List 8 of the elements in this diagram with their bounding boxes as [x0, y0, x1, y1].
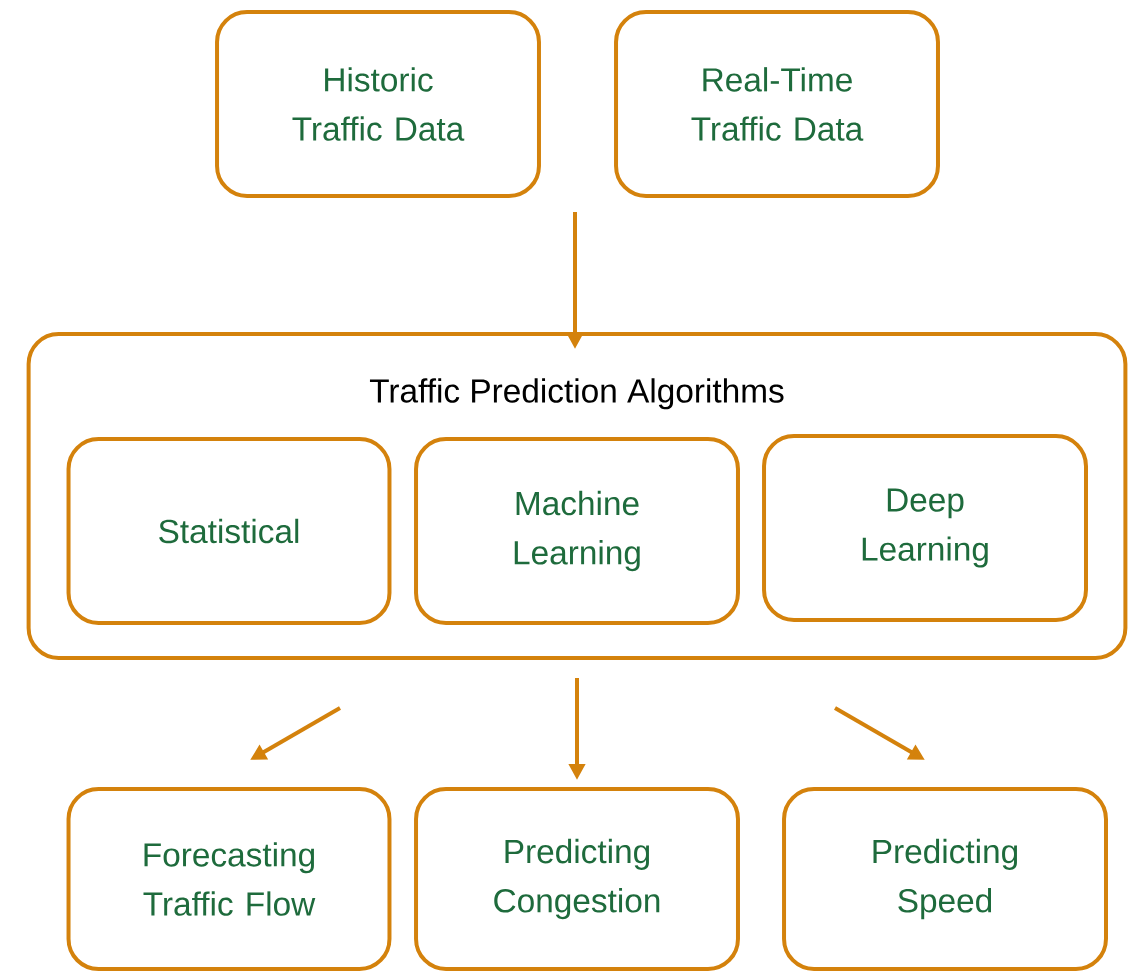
- data-box: Real-Time Traffic Data: [614, 10, 940, 198]
- data-box: Historic Traffic Data: [215, 10, 541, 198]
- method-box: Statistical: [66, 437, 392, 625]
- output-box: Forecasting Traffic Flow: [66, 787, 392, 971]
- method-box: Machine Learning: [414, 437, 740, 625]
- method-box: Deep Learning: [762, 434, 1088, 622]
- output-box: Predicting Congestion: [414, 787, 740, 971]
- output-box: Predicting Speed: [782, 787, 1108, 971]
